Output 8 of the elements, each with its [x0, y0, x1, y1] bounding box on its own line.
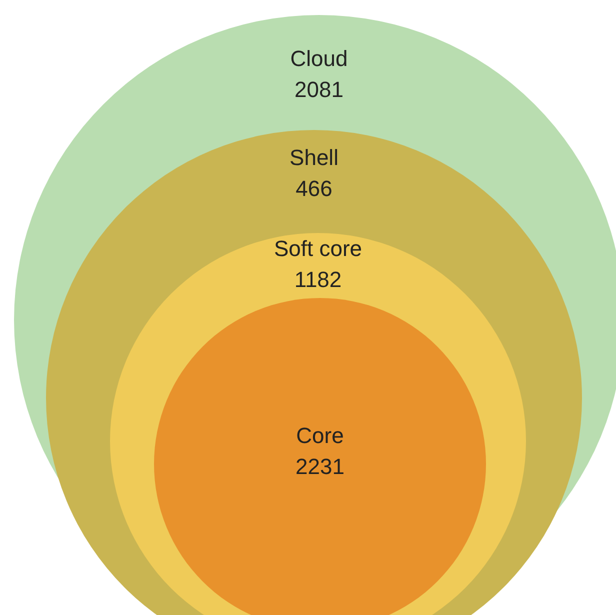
- count-label: 1182: [294, 266, 342, 294]
- count-label: 2081: [294, 76, 344, 104]
- region-label: Core: [296, 422, 344, 450]
- count-label: 2231: [296, 453, 344, 481]
- region-label: Shell: [290, 144, 338, 172]
- region-label: Cloud: [290, 45, 348, 73]
- region-label: Soft core: [274, 235, 362, 263]
- count-label: 466: [296, 175, 332, 203]
